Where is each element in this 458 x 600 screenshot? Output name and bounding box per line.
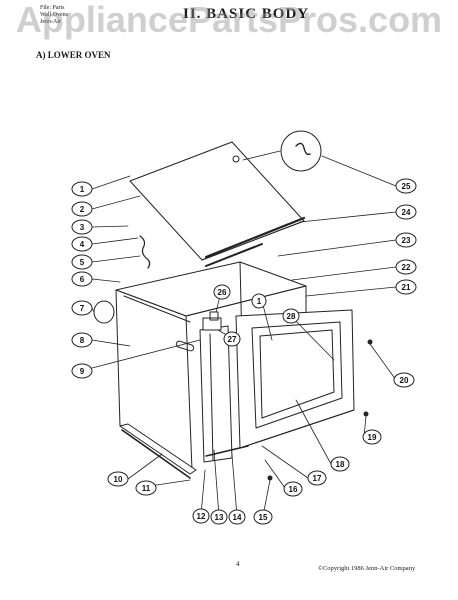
callout-23: 23 bbox=[395, 232, 417, 248]
side-vent-slot bbox=[175, 340, 195, 352]
callout-26: 26 bbox=[213, 284, 231, 300]
callout-label: 7 bbox=[80, 304, 85, 313]
callout-label: 26 bbox=[218, 288, 227, 297]
callout-28: 28 bbox=[282, 308, 300, 324]
callout-label: 5 bbox=[80, 258, 85, 267]
callout-13: 13 bbox=[210, 509, 228, 525]
callout-label: 27 bbox=[228, 335, 237, 344]
callout-label: 24 bbox=[402, 208, 411, 217]
callout-label: 25 bbox=[402, 182, 411, 191]
copyright: ©Copyright 1986 Jenn-Air Company bbox=[318, 565, 416, 572]
callout-label: 9 bbox=[80, 367, 85, 376]
callout-label: 21 bbox=[402, 283, 411, 292]
watermark: AppliancePartsPros.com bbox=[15, 0, 443, 40]
callout-16: 16 bbox=[283, 481, 303, 497]
oven-window bbox=[251, 321, 343, 429]
callout-3: 3 bbox=[71, 219, 93, 235]
callout-8: 8 bbox=[71, 332, 93, 348]
callout-21: 21 bbox=[395, 279, 417, 295]
callout-label: 3 bbox=[80, 223, 85, 232]
callout-25: 25 bbox=[395, 178, 417, 194]
callout-22: 22 bbox=[395, 259, 417, 275]
callout-27: 27 bbox=[223, 331, 241, 347]
callout-label: 28 bbox=[287, 312, 296, 321]
callout-label: 16 bbox=[289, 485, 298, 494]
callout-label: 1 bbox=[257, 297, 262, 306]
callout-1b: 1 bbox=[251, 293, 267, 309]
bottom-rail-edge bbox=[121, 429, 191, 479]
front-frame-inner bbox=[209, 333, 214, 461]
page-number: 4 bbox=[236, 560, 240, 568]
top-panel-flange bbox=[204, 216, 306, 259]
top-panel-hole bbox=[232, 155, 240, 163]
callout-9: 9 bbox=[71, 363, 93, 379]
callout-label: 12 bbox=[197, 512, 206, 521]
callout-7: 7 bbox=[71, 300, 93, 316]
callout-label: 18 bbox=[336, 460, 345, 469]
screw-20 bbox=[367, 339, 373, 345]
callout-19: 19 bbox=[362, 429, 382, 445]
callout-label: 2 bbox=[80, 205, 85, 214]
cabinet-inner-edge bbox=[123, 295, 191, 323]
bottom-rail bbox=[119, 423, 197, 475]
callout-label: 8 bbox=[80, 336, 85, 345]
callout-label: 19 bbox=[368, 433, 377, 442]
callouts: 1 2 3 4 5 6 7 8 9 10 11 12 13 14 15 16 1… bbox=[71, 178, 417, 525]
callout-label: 23 bbox=[402, 236, 411, 245]
callout-label: 20 bbox=[400, 376, 409, 385]
callout-label: 15 bbox=[259, 513, 268, 522]
callout-label: 11 bbox=[142, 484, 151, 493]
callout-1: 1 bbox=[71, 181, 93, 197]
detail-circle bbox=[280, 130, 322, 172]
oven-window-inner bbox=[259, 329, 335, 419]
callout-label: 10 bbox=[114, 475, 123, 484]
screw-19 bbox=[363, 411, 369, 417]
callout-label: 17 bbox=[313, 474, 322, 483]
callout-4: 4 bbox=[71, 236, 93, 252]
detail-part bbox=[295, 142, 311, 156]
callout-10: 10 bbox=[107, 471, 129, 487]
file-line: Jenn-Air bbox=[40, 19, 61, 25]
leader-lines bbox=[91, 150, 397, 517]
page-title: II. BASIC BODY bbox=[183, 6, 310, 22]
oven-frame-flange bbox=[239, 409, 355, 449]
wire-harness bbox=[139, 235, 151, 269]
file-info: File: Parts Wall Ovens Jenn-Air bbox=[40, 5, 68, 26]
callout-5: 5 bbox=[71, 254, 93, 270]
file-line: File: Parts bbox=[40, 5, 65, 11]
callout-24: 24 bbox=[395, 204, 417, 220]
callout-18: 18 bbox=[330, 456, 350, 472]
screw-15 bbox=[267, 475, 273, 481]
insulation-disc bbox=[93, 300, 115, 324]
callout-14: 14 bbox=[228, 509, 246, 525]
callout-17: 17 bbox=[307, 470, 327, 486]
section-title: A) LOWER OVEN bbox=[36, 50, 111, 60]
callout-label: 22 bbox=[402, 263, 411, 272]
cabinet-front-edge bbox=[185, 285, 307, 317]
top-panel bbox=[129, 141, 305, 261]
callout-2: 2 bbox=[71, 201, 93, 217]
bracket bbox=[202, 317, 222, 331]
file-line: Wall Ovens bbox=[40, 12, 69, 18]
callout-label: 4 bbox=[80, 240, 85, 249]
callout-label: 13 bbox=[215, 513, 224, 522]
top-panel-edge bbox=[201, 220, 305, 261]
front-frame-left bbox=[199, 325, 233, 463]
callout-label: 6 bbox=[80, 275, 85, 284]
bracket-mount bbox=[209, 311, 219, 321]
callout-20: 20 bbox=[393, 372, 415, 388]
callout-6: 6 bbox=[71, 271, 93, 287]
callout-15: 15 bbox=[253, 509, 273, 525]
callout-11: 11 bbox=[135, 480, 157, 496]
callout-12: 12 bbox=[192, 508, 210, 524]
callout-label: 1 bbox=[80, 185, 85, 194]
rear-flange bbox=[205, 243, 263, 267]
callout-label: 14 bbox=[233, 513, 242, 522]
